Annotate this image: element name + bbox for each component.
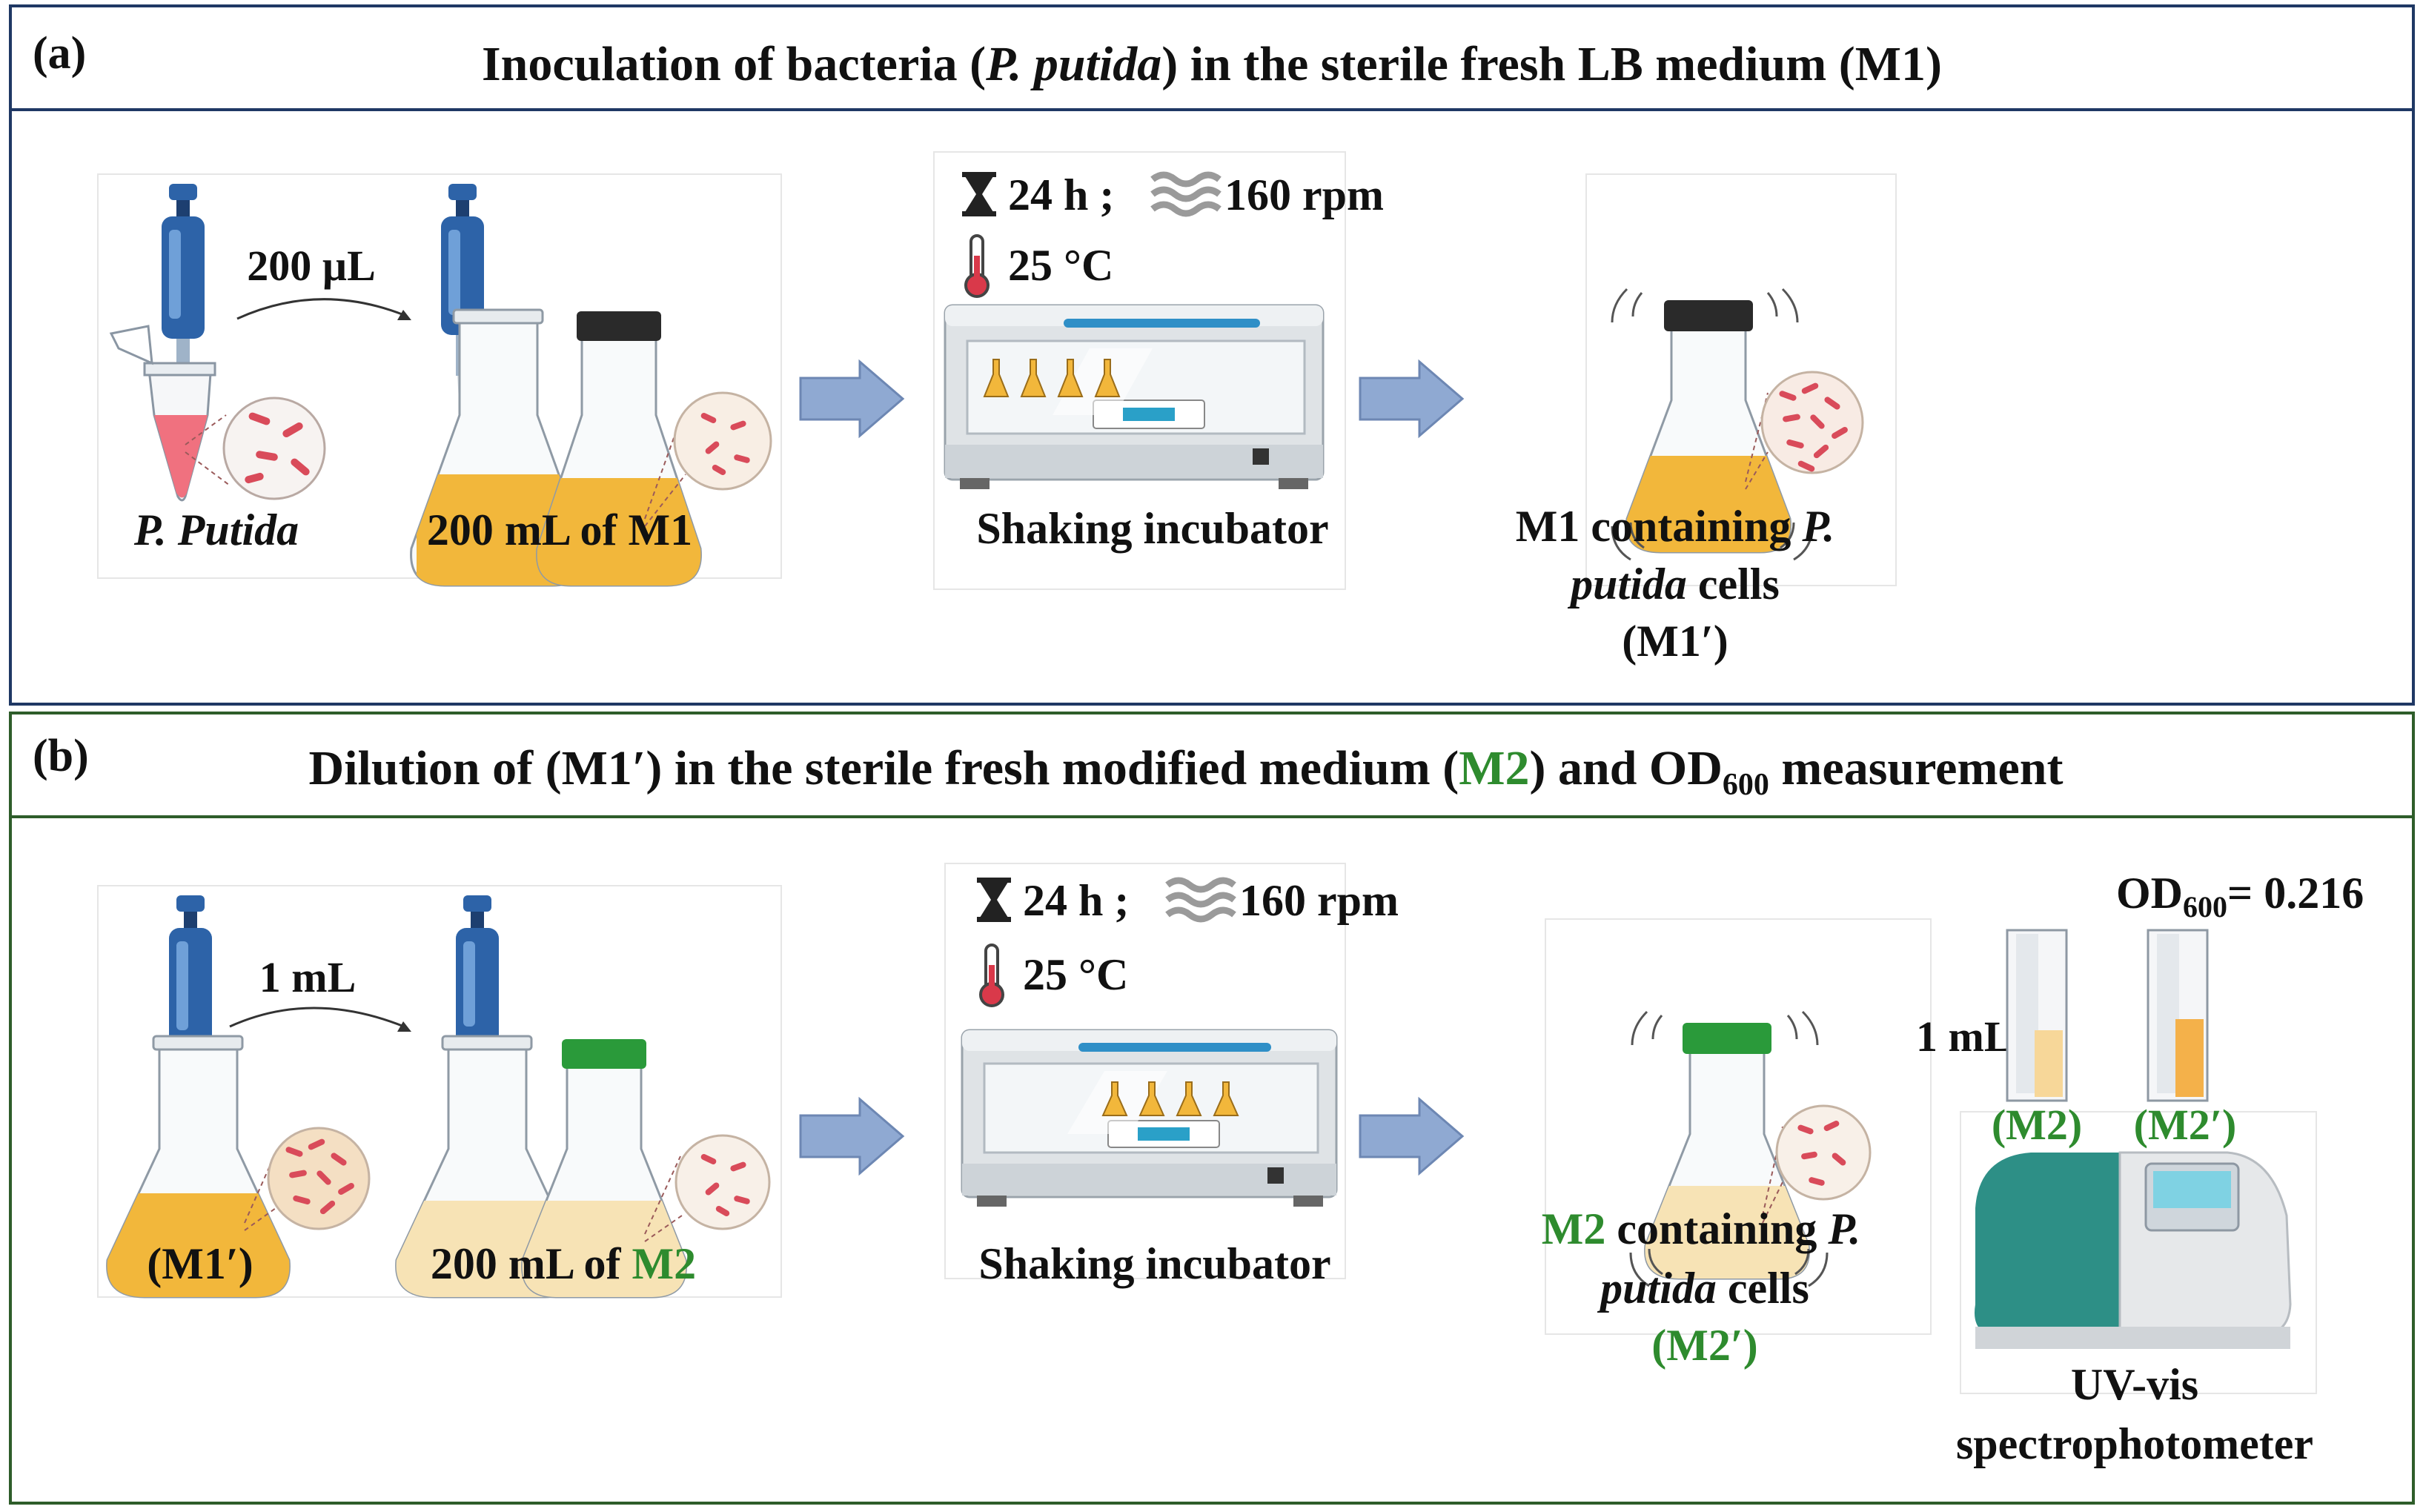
thermometer-icon (964, 234, 990, 298)
bacteria-zoom-icon (673, 391, 772, 491)
image-box-a2 (933, 151, 1346, 590)
shaking-icon (1150, 171, 1222, 217)
transfer-arrow (229, 1007, 405, 1028)
cuvette-label: (M2) (1992, 1101, 2082, 1149)
zoom-line (185, 451, 231, 486)
panel-b-label: (b) (33, 731, 89, 781)
flask-label-a: 200 mL of M1 (427, 505, 692, 554)
cuvette-label: (M2′) (2134, 1101, 2237, 1149)
hourglass-icon (962, 172, 996, 216)
tube-icon (109, 325, 216, 502)
incubator-label-b: Shaking incubator (978, 1239, 1330, 1288)
zoom-line (644, 474, 686, 527)
incubator-icon (944, 304, 1325, 489)
process-arrow (799, 359, 905, 439)
cuvette-icon (2006, 929, 2068, 1102)
image-box-b4 (1960, 1111, 2317, 1394)
instrument-label: UV-vis (2071, 1360, 2198, 1409)
result-label-a: putida cells (1567, 560, 1780, 609)
source-label-a: P. Putida (133, 505, 299, 554)
panel-b-title-frame (9, 712, 2415, 818)
spectrophotometer-icon (1975, 1151, 2292, 1349)
flask-icon (536, 311, 702, 587)
image-box-b3 (1545, 918, 1932, 1335)
temperature-label-b: 25 °C (1023, 950, 1128, 999)
od-readout: OD600= 0.216 (2116, 869, 2364, 924)
image-box-b2 (944, 863, 1346, 1279)
shake-lines-icon (1611, 288, 1814, 561)
transfer-arrow (236, 298, 405, 320)
result-label-a: M1 containing P. (1516, 502, 1835, 551)
pipette-icon (169, 895, 212, 1156)
instrument-label: spectrophotometer (1956, 1419, 2313, 1468)
thermometer-icon (979, 944, 1004, 1007)
flask-icon (521, 1039, 687, 1299)
cuvette-icon (2147, 929, 2209, 1102)
result-label-b: (M2′) (1651, 1321, 1757, 1370)
process-arrow (1359, 359, 1465, 439)
time-label-a: 24 h ; (1008, 170, 1114, 219)
process-arrow (1359, 1096, 1465, 1176)
image-box-a3 (1585, 173, 1897, 586)
incubator-label-a: Shaking incubator (976, 504, 1328, 553)
zoom-line (644, 1155, 681, 1235)
flask-icon (106, 1035, 291, 1299)
flask-label-b: 200 mL of M2 (431, 1239, 696, 1288)
shaking-icon (1165, 877, 1236, 923)
result-label-b: M2 containing P. (1542, 1204, 1861, 1253)
panel-b-title: Dilution of (M1′) in the sterile fresh m… (309, 741, 2064, 802)
shake-lines-icon (1629, 1010, 1829, 1287)
speed-label-b: 160 rpm (1239, 876, 1399, 925)
incubator-icon (961, 1029, 1338, 1207)
cuvette-volume-label: 1 mL (1916, 1012, 2013, 1061)
zoom-line (244, 1207, 276, 1231)
panel-a-title-frame (9, 4, 2415, 111)
volume-label: 200 µL (247, 242, 376, 290)
volume-label: 1 mL (259, 953, 357, 1001)
zoom-line (1745, 451, 1769, 490)
bacteria-zoom-icon (222, 397, 326, 500)
flask-icon (1625, 300, 1791, 554)
result-label-b: putida cells (1597, 1264, 1809, 1313)
panel-a-label: (a) (33, 28, 86, 79)
bacteria-zoom-icon (674, 1134, 771, 1230)
zoom-line (185, 414, 227, 445)
flask-icon (1644, 1023, 1810, 1280)
temperature-label-a: 25 °C (1008, 241, 1113, 290)
panel-a-title: Inoculation of bacteria (P. putida) in t… (482, 37, 1942, 91)
speed-label-a: 160 rpm (1224, 170, 1384, 219)
time-label-b: 24 h ; (1023, 876, 1129, 925)
process-arrow (799, 1096, 905, 1176)
hourglass-icon (977, 878, 1011, 922)
source-label-b: (M1′) (147, 1239, 253, 1288)
result-label-a: (M1′) (1622, 617, 1728, 666)
